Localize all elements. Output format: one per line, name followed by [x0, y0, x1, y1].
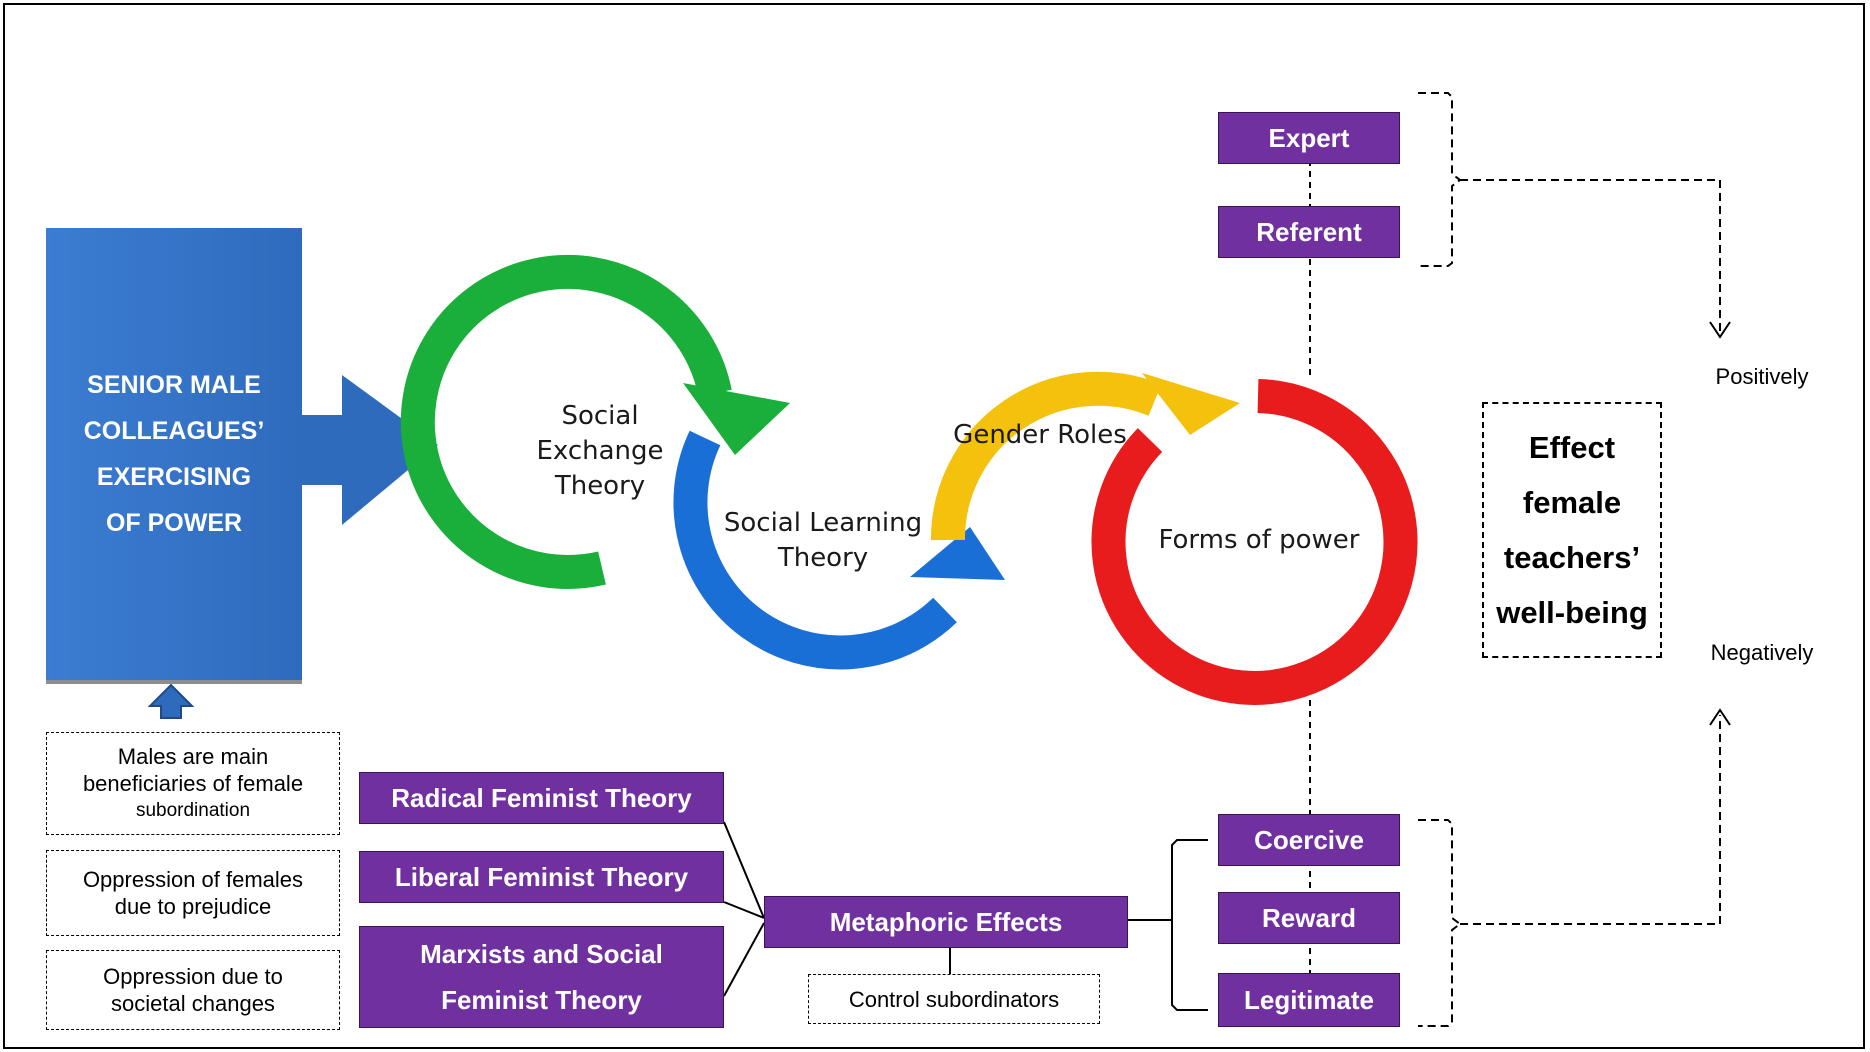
senior-line-3: EXERCISING [96, 463, 252, 491]
expert-power-box: Expert [1218, 112, 1400, 164]
effect-line-2: female [1522, 485, 1622, 520]
marxist-line-1: Marxists and Social [420, 939, 663, 969]
social-exchange-line-2: Theory [554, 471, 646, 501]
blue-arrowhead [910, 527, 1005, 580]
marxist-feminist-theory: Marxists and Social Feminist Theory [359, 926, 724, 1028]
societal-line-1: Oppression due to [103, 964, 283, 989]
senior-line-4: OF POWER [105, 509, 243, 537]
senior-male-box: SENIOR MALE COLLEAGUES’ EXERCISING OF PO… [46, 228, 302, 680]
bottom-bracket [1418, 819, 1462, 1027]
negative-arrowhead [1709, 708, 1731, 726]
gender-roles-label: Gender Roles [953, 420, 1127, 450]
liberal-feminist-theory: Liberal Feminist Theory [359, 851, 724, 903]
forms-of-power-label: Forms of power [1158, 525, 1360, 555]
prejudice-line-1: Oppression of females [82, 867, 304, 892]
beneficiaries-line-3: subordination [135, 800, 251, 821]
yellow-arrowhead [1142, 373, 1240, 435]
negatively-label: Negatively [1710, 640, 1814, 665]
beneficiaries-box: Males are main beneficiaries of female s… [46, 732, 340, 835]
negative-connector [1460, 715, 1721, 925]
main-blue-arrow [300, 375, 438, 525]
positive-connector [1460, 179, 1721, 333]
beneficiaries-line-1: Males are main [117, 744, 269, 769]
effect-line-4: well-being [1496, 595, 1648, 630]
yellow-cycle-arrow [930, 371, 1162, 541]
reward-power-box: Reward [1218, 892, 1400, 944]
effect-wellbeing-box: Effect female teachers’ well-being [1482, 402, 1662, 658]
senior-line-2: COLLEAGUES’ [83, 417, 265, 445]
up-arrow [147, 683, 195, 719]
referent-power-box: Referent [1218, 206, 1400, 258]
red-cycle-arrow [1091, 379, 1418, 705]
beneficiaries-line-2: beneficiaries of female [82, 771, 304, 796]
effect-line-3: teachers’ [1503, 540, 1641, 575]
effect-line-1: Effect [1528, 430, 1616, 465]
societal-line-2: societal changes [111, 991, 275, 1016]
diagram-frame [3, 3, 1865, 1049]
social-exchange-line-1: Social Exchange [536, 401, 664, 466]
green-cycle-arrow [400, 254, 732, 589]
positively-label: Positively [1715, 364, 1809, 389]
social-learning-line-1: Social Learning [723, 508, 923, 538]
blue-cycle-arrow [673, 430, 957, 670]
radical-connector [723, 821, 765, 919]
liberal-connector [723, 901, 765, 919]
prejudice-box: Oppression of females due to prejudice [46, 850, 340, 936]
social-learning-label: Social Learning Theory [712, 506, 934, 576]
coercive-power-box: Coercive [1218, 814, 1400, 866]
positive-arrowhead [1709, 321, 1731, 339]
social-learning-line-2: Theory [777, 543, 869, 573]
social-exchange-label: Social Exchange Theory [494, 399, 706, 504]
powers-brace [1171, 839, 1208, 1011]
radical-feminist-theory: Radical Feminist Theory [359, 772, 724, 824]
senior-line-1: SENIOR MALE [87, 371, 261, 399]
prejudice-line-2: due to prejudice [114, 894, 272, 919]
metaphoric-effects-box: Metaphoric Effects [764, 896, 1128, 948]
marxist-line-2: Feminist Theory [441, 985, 642, 1015]
control-subordinators-box: Control subordinators [808, 974, 1100, 1024]
marxist-connector [723, 922, 765, 997]
green-arrowhead [683, 383, 790, 455]
societal-box: Oppression due to societal changes [46, 950, 340, 1030]
top-bracket [1418, 92, 1462, 267]
legitimate-power-box: Legitimate [1218, 973, 1400, 1027]
